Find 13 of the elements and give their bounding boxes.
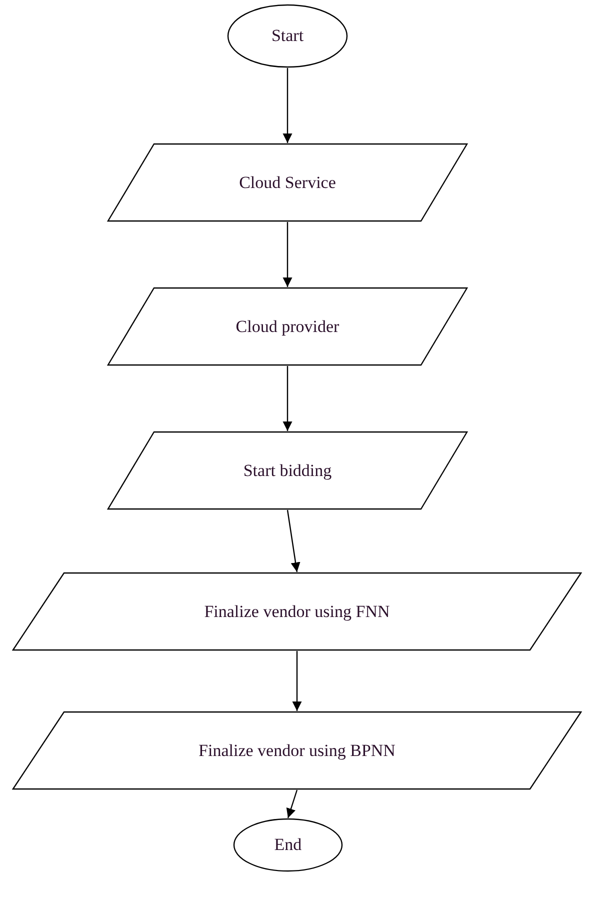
arrow <box>286 510 300 572</box>
node-label: End <box>274 834 302 856</box>
node-label: Start bidding <box>243 460 332 482</box>
arrow <box>282 222 292 287</box>
arrow <box>292 651 302 711</box>
node-label: Cloud Service <box>239 172 336 194</box>
arrow <box>282 366 292 431</box>
node-label: Finalize vendor using BPNN <box>198 740 396 762</box>
node-label: Start <box>271 25 304 47</box>
arrow <box>286 790 298 818</box>
arrow <box>282 68 292 143</box>
node-label: Cloud provider <box>236 316 340 338</box>
node-label: Finalize vendor using FNN <box>204 600 390 622</box>
